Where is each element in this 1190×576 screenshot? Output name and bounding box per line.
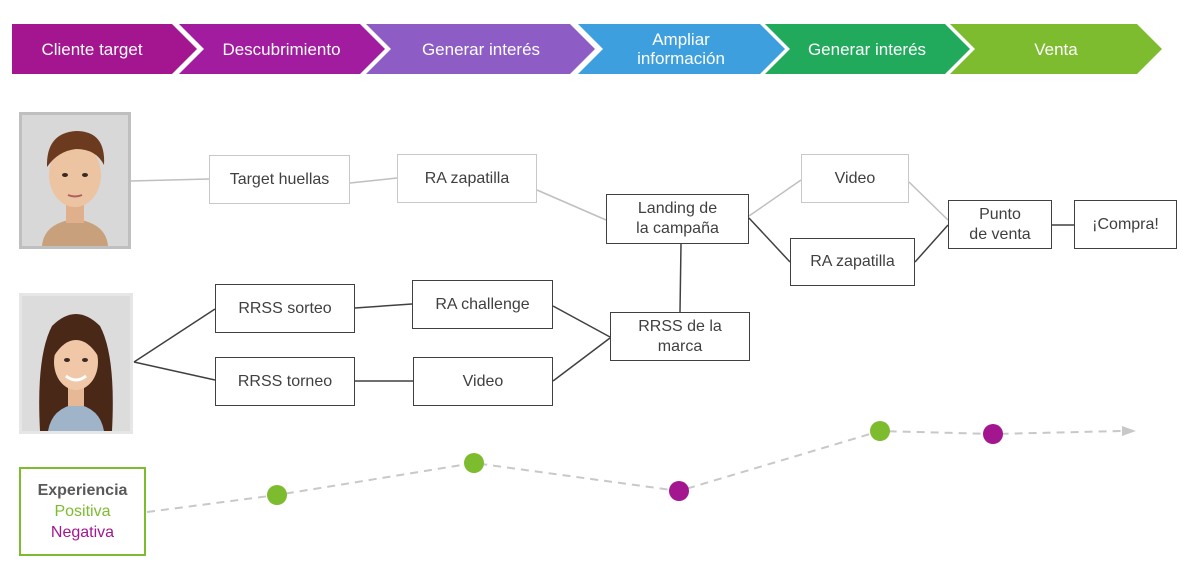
- stage-chevron-cliente-target: [12, 24, 197, 74]
- connector: [133, 361, 216, 381]
- stage-label: Descubrimiento: [222, 39, 341, 59]
- stage-label: Venta: [1034, 39, 1078, 59]
- node-ra-zapatilla-bottom: RA zapatilla: [790, 238, 915, 286]
- connector: [748, 179, 802, 217]
- experience-legend: Experiencia Positiva Negativa: [19, 467, 146, 556]
- experience-point-negative: [669, 481, 689, 501]
- experience-point-positive: [267, 485, 287, 505]
- node-video-top: Video: [801, 154, 909, 203]
- connector: [552, 337, 611, 382]
- node-target-huellas: Target huellas: [209, 155, 350, 204]
- connector: [914, 224, 949, 263]
- node-video-bottom: Video: [413, 357, 553, 406]
- node-rrss-sorteo: RRSS sorteo: [215, 284, 355, 333]
- stage-label: Generar interés: [421, 39, 541, 59]
- legend-positive: Positiva: [54, 503, 111, 520]
- stage-chevrons: [12, 24, 1162, 74]
- stage-chevron-descubrimiento: [179, 24, 385, 74]
- stage-chevron-venta: [950, 24, 1162, 74]
- node-rrss-torneo: RRSS torneo: [215, 357, 355, 406]
- node-landing-campana: Landing de la campaña: [606, 194, 749, 244]
- stage-chevron-ampliar-informacion: [578, 24, 785, 74]
- node-ra-zapatilla-top: RA zapatilla: [397, 154, 537, 203]
- stage-label: Ampliar información: [637, 30, 725, 68]
- stage-chevron-generar-interes-1: [366, 24, 595, 74]
- legend-negative: Negativa: [50, 524, 115, 541]
- connector: [552, 305, 611, 338]
- node-rrss-marca: RRSS de la marca: [610, 312, 750, 361]
- connector: [748, 217, 791, 263]
- connector: [130, 178, 210, 182]
- experience-arrowhead: [1122, 426, 1136, 436]
- teen-girl-photo: [19, 293, 133, 434]
- connector: [354, 303, 413, 309]
- stage-chevron-generar-interes-2: [765, 24, 970, 74]
- connector: [908, 181, 949, 221]
- teen-boy-photo: [19, 112, 131, 249]
- connector: [133, 308, 216, 363]
- connector: [536, 189, 607, 221]
- experience-point-positive: [870, 421, 890, 441]
- connector: [349, 177, 398, 184]
- stage-label: Generar interés: [807, 39, 927, 59]
- stage-label: Cliente target: [41, 39, 143, 59]
- node-punto-de-venta: Punto de venta: [948, 200, 1052, 249]
- experience-point-negative: [983, 424, 1003, 444]
- experience-path: [146, 429, 1123, 513]
- node-compra: ¡Compra!: [1074, 200, 1177, 249]
- connector: [679, 243, 682, 313]
- experience-point-positive: [464, 453, 484, 473]
- legend-title: Experiencia: [37, 482, 128, 499]
- node-ra-challenge: RA challenge: [412, 280, 553, 329]
